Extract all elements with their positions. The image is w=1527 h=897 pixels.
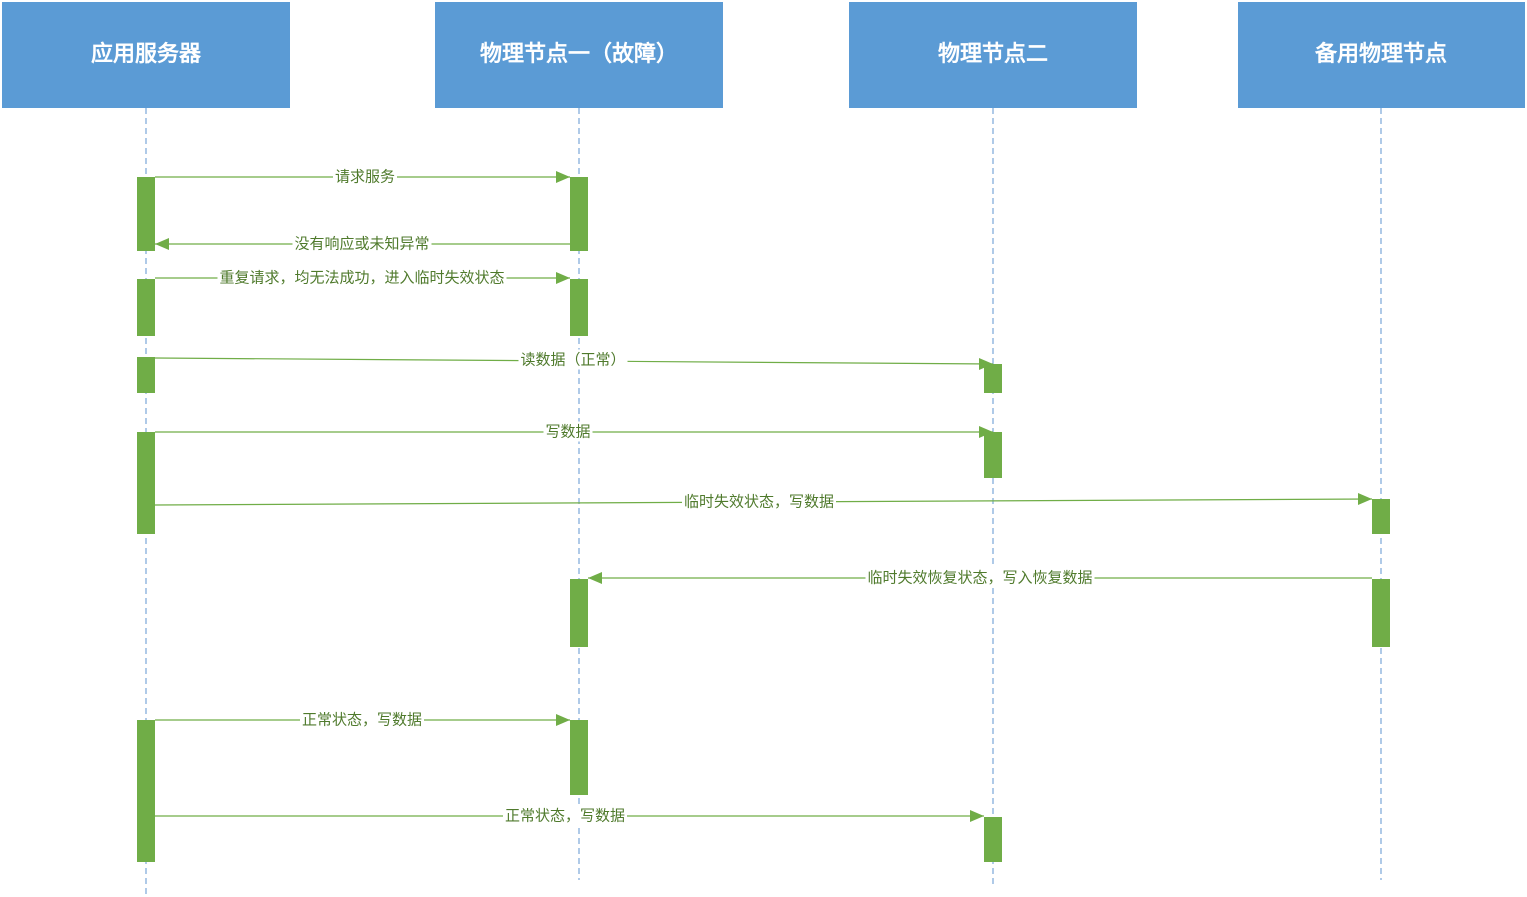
participant-box — [849, 2, 1137, 108]
participant-node1: 物理节点一（故障） — [435, 2, 723, 108]
activation-bar — [137, 432, 155, 534]
message-label: 正常状态，写数据 — [505, 807, 625, 825]
activation-bar — [137, 177, 155, 251]
message-temp-failure-write: 临时失效状态，写数据 — [154, 491, 1373, 512]
activation-bar — [984, 432, 1002, 478]
arrowhead — [1358, 493, 1372, 505]
participant-node2: 物理节点二 — [849, 2, 1137, 108]
activation-bar — [984, 364, 1002, 393]
participant-label: 应用服务器 — [91, 41, 202, 67]
message-label-bg — [332, 166, 398, 187]
message-normal-write-node1: 正常状态，写数据 — [155, 709, 570, 730]
message-label: 临时失效恢复状态，写入恢复数据 — [867, 569, 1092, 587]
arrowhead — [155, 238, 169, 250]
message-label-bg — [502, 805, 628, 826]
message-label-bg — [681, 491, 837, 512]
participant-box — [1238, 2, 1525, 108]
message-label: 请求服务 — [335, 168, 395, 186]
arrowhead — [979, 358, 993, 370]
activation-bar — [984, 817, 1002, 862]
participant-box — [2, 2, 290, 108]
message-normal-write-node2: 正常状态，写数据 — [155, 805, 984, 826]
message-label: 读数据（正常） — [520, 351, 625, 369]
message-recovery-write: 临时失效恢复状态，写入恢复数据 — [588, 567, 1372, 588]
message-label: 重复请求，均无法成功，进入临时失效状态 — [219, 269, 504, 287]
message-label: 临时失效状态，写数据 — [684, 493, 834, 511]
message-label-bg — [518, 349, 628, 370]
message-label-bg — [543, 421, 593, 442]
message-label: 写数据 — [545, 423, 590, 441]
participant-backup: 备用物理节点 — [1238, 2, 1525, 108]
activation-bar — [137, 279, 155, 336]
message-label-bg — [292, 233, 432, 254]
message-retry-request: 重复请求，均无法成功，进入临时失效状态 — [155, 267, 570, 288]
message-label-bg — [865, 567, 1095, 588]
participant-label: 物理节点二 — [938, 41, 1048, 67]
arrowhead — [588, 572, 602, 584]
participant-app: 应用服务器 — [2, 2, 290, 108]
activation-bar — [1372, 499, 1390, 534]
participant-label: 备用物理节点 — [1314, 41, 1447, 67]
arrowhead — [556, 714, 570, 726]
arrowhead — [979, 426, 993, 438]
participant-label: 物理节点一（故障） — [480, 41, 678, 67]
arrowhead — [556, 272, 570, 284]
message-label-bg — [299, 709, 425, 730]
activation-bar — [570, 720, 588, 795]
activation-bar — [1372, 579, 1390, 647]
message-label-bg — [217, 267, 507, 288]
message-label: 正常状态，写数据 — [302, 711, 422, 729]
message-no-response: 没有响应或未知异常 — [155, 233, 570, 254]
activation-bar — [137, 720, 155, 862]
participant-box — [435, 2, 723, 108]
message-write-data: 写数据 — [155, 421, 993, 442]
arrowhead — [556, 171, 570, 183]
activation-bar — [137, 357, 155, 393]
message-request-service: 请求服务 — [155, 166, 570, 187]
activation-bars — [137, 177, 1390, 862]
arrowhead — [970, 810, 984, 822]
message-read-data: 读数据（正常） — [154, 349, 994, 370]
activation-bar — [570, 579, 588, 647]
message-label: 没有响应或未知异常 — [294, 235, 429, 253]
activation-bar — [570, 279, 588, 336]
activation-bar — [570, 177, 588, 251]
